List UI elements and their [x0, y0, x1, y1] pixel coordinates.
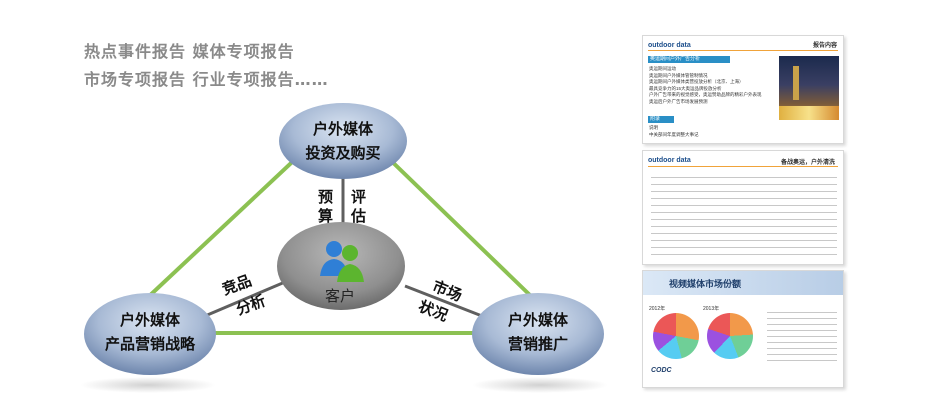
node-marketing — [472, 293, 604, 375]
evaluate-label: 评 估 — [351, 188, 367, 225]
marketing-line-1: 户外媒体 — [507, 311, 568, 329]
investment-node-line-1: 户外媒体 — [312, 120, 373, 138]
edge-top-right — [378, 148, 537, 302]
tower-shape — [793, 66, 799, 100]
appendix-bar: 附录 — [648, 116, 674, 123]
node-investment — [279, 103, 407, 179]
year-2013-label: 2013年 — [703, 306, 720, 312]
list-item: 中关部间年度调整大事记 — [649, 131, 699, 137]
spoke-right — [404, 284, 483, 318]
spoke-left — [204, 280, 286, 318]
product-strategy-line-2: 产品营销战略 — [104, 335, 195, 353]
marketing-node-label: 户外媒体 营销推广 — [478, 308, 598, 356]
pie-2013 — [707, 313, 753, 359]
section-bar: 奥运期间户外广告分析 — [648, 56, 730, 63]
report-thumbnail-contents: outdoor data 报告内容 奥运期间户外广告分析 奥运期间运动 奥运期间… — [642, 35, 844, 144]
pie-2012 — [653, 313, 699, 359]
report-types-line-1: 热点事件报告 媒体专项报告 — [84, 42, 295, 61]
marketing-line-2: 营销推广 — [507, 335, 568, 353]
node-product-strategy — [84, 293, 216, 375]
header-divider — [648, 50, 838, 51]
outdoor-data-logo: outdoor data — [648, 157, 691, 164]
product-strategy-node-label: 户外媒体 产品营销战略 — [90, 308, 210, 356]
title-banner — [643, 271, 843, 295]
street-lights — [779, 106, 839, 120]
codc-logo: CODC — [651, 367, 672, 374]
product-strategy-line-1: 户外媒体 — [119, 311, 180, 329]
header-divider — [648, 166, 838, 167]
analysis-text — [767, 307, 837, 363]
list-item: 奥运期间户外媒体管管制情况 — [649, 72, 708, 78]
report-types-line-2: 市场专项报告 行业专项报告…… — [84, 70, 329, 89]
outdoor-data-logo: outdoor data — [648, 42, 691, 49]
node-shadow — [472, 377, 608, 393]
list-item: 奥运期间户外媒体类营投放分析（北京、上海） — [649, 79, 744, 84]
city-night-photo — [779, 56, 839, 120]
client-label: 客户 — [324, 287, 355, 305]
report-thumbnail-market-share: 视频媒体市场份额 2012年 2013年 CODC — [642, 270, 844, 388]
list-item: 户外广告带来的视觉感受，奥运赞助品牌的精彩户外表现 — [649, 92, 762, 97]
list-item: 说明 — [649, 125, 658, 130]
contents-list: 奥运期间运动 奥运期间户外媒体管管制情况 奥运期间户外媒体类营投放分析（北京、上… — [649, 66, 777, 105]
list-item: 奥运后户外广告市场发展预测 — [649, 98, 708, 104]
budget-label: 预 算 — [318, 188, 334, 225]
year-2012-label: 2012年 — [649, 306, 666, 312]
list-item: 奥运期间运动 — [649, 66, 676, 71]
list-item: 最具竞争力的15大奥运品牌投放分析 — [649, 85, 722, 91]
report-thumbnail-olympics: outdoor data 备战奥运，户外清洗 — [642, 150, 844, 265]
investment-node-line-2: 投资及购买 — [305, 144, 381, 162]
appendix-list: 说明 中关部间年度调整大事记 — [649, 125, 777, 138]
users-icon — [320, 241, 364, 282]
olympics-header: 备战奥运，户外清洗 — [780, 160, 835, 166]
investment-node-label: 户外媒体 投资及购买 — [283, 117, 403, 165]
client-service-diagram — [80, 103, 608, 393]
node-shadow — [80, 377, 216, 393]
edge-top-left — [143, 148, 307, 302]
body-text-lines — [651, 173, 837, 259]
contents-header: 报告内容 — [812, 43, 837, 49]
market-share-title: 视频媒体市场份额 — [669, 279, 742, 289]
